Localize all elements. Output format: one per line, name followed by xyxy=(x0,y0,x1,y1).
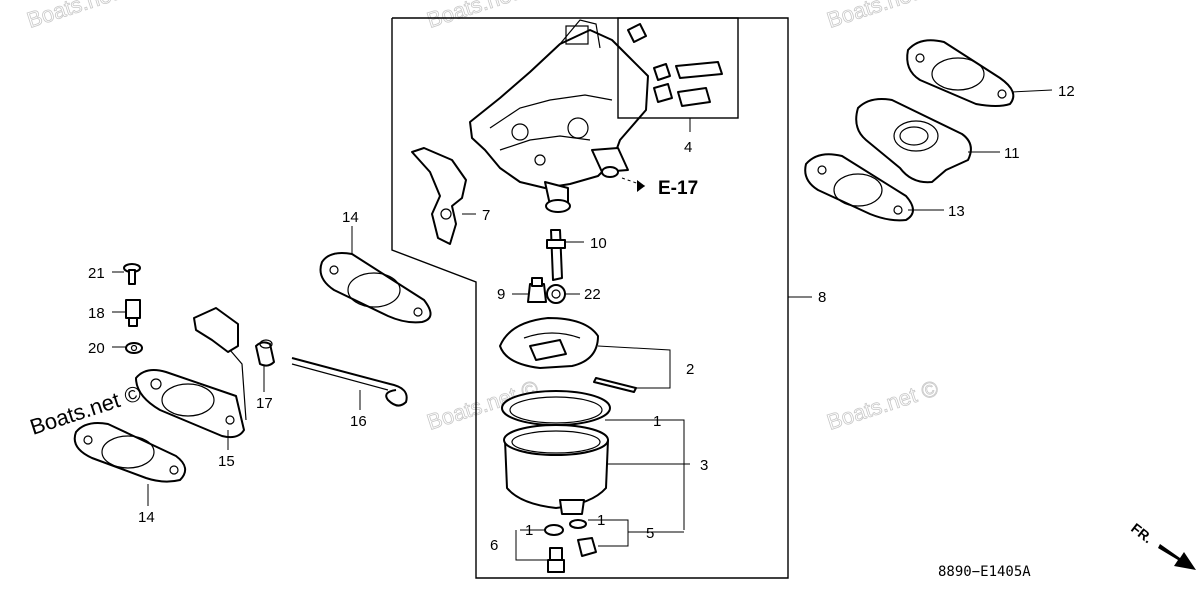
e17-arrow-icon xyxy=(637,180,645,192)
label-12: 12 xyxy=(1058,83,1075,100)
part-14-gasket-lower xyxy=(73,422,187,483)
label-1-top: 1 xyxy=(653,413,661,430)
leader-6 xyxy=(515,530,548,561)
part-20-nut xyxy=(125,342,143,354)
part-12-gasket xyxy=(906,39,1015,107)
carburetor-body xyxy=(469,19,649,213)
label-1-bottom: 1 xyxy=(525,522,533,539)
label-10: 10 xyxy=(590,235,607,252)
part-11-insulator xyxy=(855,98,972,184)
part-16-rod xyxy=(291,357,408,407)
part-22-jet xyxy=(546,284,566,304)
part-4-screws xyxy=(627,23,723,107)
part-3-float-chamber xyxy=(501,390,611,515)
part-7-lever xyxy=(411,147,467,245)
part-10-nozzle xyxy=(546,229,566,281)
part-2-float xyxy=(499,317,637,393)
leader-1-top xyxy=(605,419,685,530)
watermark-top-left: Boats.net © xyxy=(24,0,141,33)
part-21-bolt xyxy=(123,263,141,285)
label-7: 7 xyxy=(482,207,490,224)
label-1-middle: 1 xyxy=(597,512,605,529)
label-14-upper: 14 xyxy=(342,209,359,226)
leader-12 xyxy=(1011,89,1053,93)
label-11: 11 xyxy=(1004,145,1020,162)
part-18-collar xyxy=(125,299,141,327)
part-17-grommet xyxy=(255,339,275,367)
label-16: 16 xyxy=(350,413,367,430)
label-9: 9 xyxy=(497,286,505,303)
part-14-gasket-upper xyxy=(319,252,432,324)
front-label: FR. xyxy=(1128,520,1156,546)
label-4: 4 xyxy=(684,139,692,156)
reference-e17: E-17 xyxy=(658,178,698,199)
leader-5 xyxy=(588,519,629,547)
label-13: 13 xyxy=(948,203,965,220)
watermark-mid-right: Boats.net © xyxy=(824,375,941,434)
front-arrow-icon xyxy=(1158,544,1196,570)
label-5: 5 xyxy=(646,525,654,542)
label-6: 6 xyxy=(490,537,498,554)
label-2: 2 xyxy=(686,361,694,378)
label-17: 17 xyxy=(256,395,273,412)
diagram-code: 8890−E1405A xyxy=(938,564,1031,580)
label-18: 18 xyxy=(88,305,105,322)
part-labels: 1 1 1 2 3 4 5 6 7 8 9 10 11 12 13 14 14 … xyxy=(88,83,1075,554)
label-3: 3 xyxy=(700,457,708,474)
part-13-gasket xyxy=(804,153,914,222)
watermark-top-center: Boats.net © xyxy=(424,0,541,33)
label-22: 22 xyxy=(584,286,601,303)
assembly-frame xyxy=(391,17,789,579)
part-5-6-hardware xyxy=(544,519,597,573)
part-15-bracket xyxy=(135,307,247,439)
part-9-jet xyxy=(527,277,547,303)
part-4-kit-box xyxy=(617,17,739,119)
label-20: 20 xyxy=(88,340,105,357)
label-21: 21 xyxy=(88,265,105,282)
watermark-top-right: Boats.net © xyxy=(824,0,941,33)
label-15: 15 xyxy=(218,453,235,470)
label-14-lower: 14 xyxy=(138,509,155,526)
leader-2 xyxy=(597,345,671,389)
front-direction-indicator: FR. xyxy=(1128,520,1196,570)
label-8: 8 xyxy=(818,289,826,306)
